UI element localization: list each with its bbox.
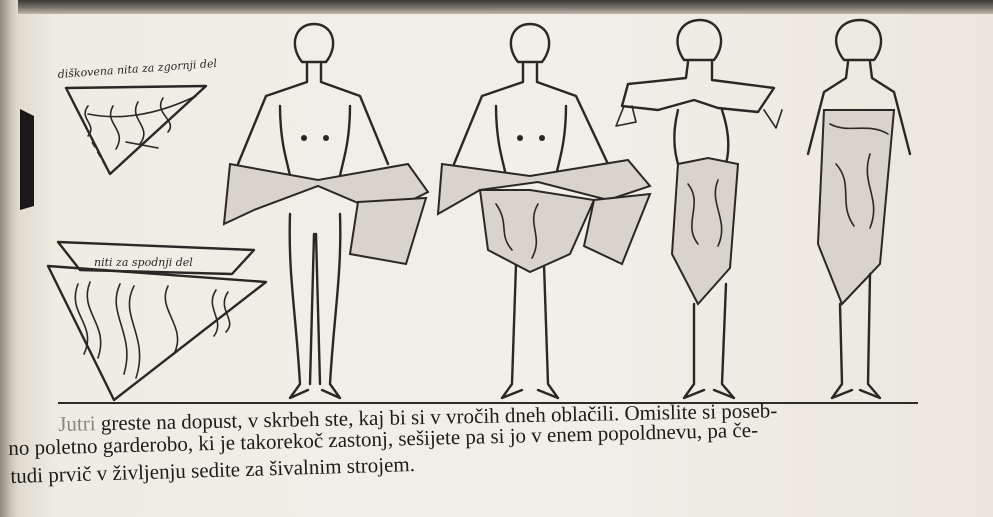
figure-front-1 bbox=[224, 24, 428, 398]
figure-back-2 bbox=[808, 20, 910, 398]
pattern-bottom-triangle: niti za spodnji del bbox=[48, 242, 266, 400]
pattern-top-triangle: diškovena nita za zgornji del bbox=[57, 57, 218, 174]
black-tab-mark bbox=[20, 109, 34, 210]
pattern-top-label: diškovena nita za zgornji del bbox=[57, 57, 218, 81]
figure-front-2 bbox=[438, 24, 650, 398]
pattern-bottom-label: niti za spodnji del bbox=[94, 256, 193, 269]
caption-lead-word: Jutri bbox=[58, 411, 96, 436]
sarong-illustration: diškovena nita za zgornji del niti za sp… bbox=[18, 14, 978, 402]
caption-text: Jutri greste na dopust, v skrbeh ste, ka… bbox=[0, 412, 993, 512]
top-border bbox=[18, 0, 993, 14]
